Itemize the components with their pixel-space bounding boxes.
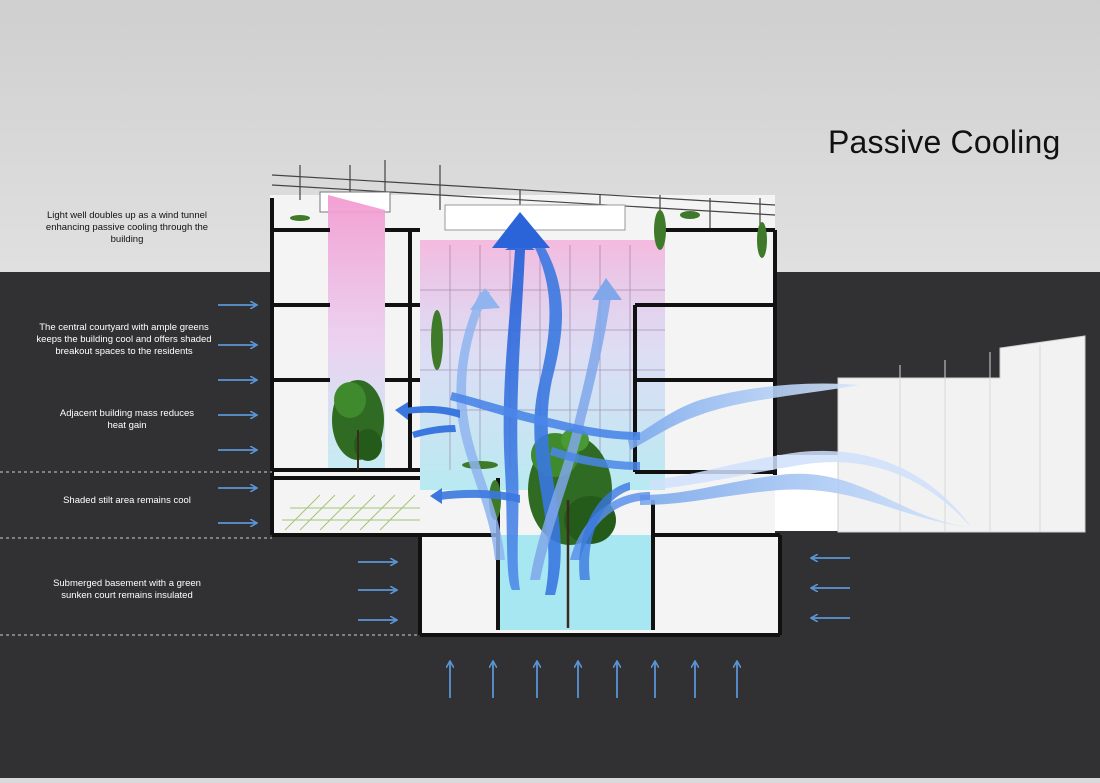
- annotation-light-well: Light well doubles up as a wind tunnel e…: [45, 210, 209, 245]
- annotation-basement: Submerged basement with a green sunken c…: [53, 578, 201, 601]
- tree-icon: [332, 380, 384, 470]
- adjacent-buildings-right: [775, 335, 1086, 533]
- wind-arrow-icon-right: [812, 558, 850, 618]
- level-lines: [0, 471, 420, 636]
- annotation-adjacent-mass: Adjacent building mass reduces heat gain: [59, 408, 195, 431]
- hanging-plants: [290, 210, 767, 520]
- page-title: Passive Cooling: [828, 124, 1061, 160]
- annotation-stilt: Shaded stilt area remains cool: [63, 495, 191, 506]
- ground-upward-arrows: [450, 662, 737, 698]
- wind-arrow-icon: [218, 305, 396, 620]
- airflow-stream-icon: [395, 212, 975, 595]
- annotation-courtyard: The central courtyard with ample greens …: [36, 322, 212, 357]
